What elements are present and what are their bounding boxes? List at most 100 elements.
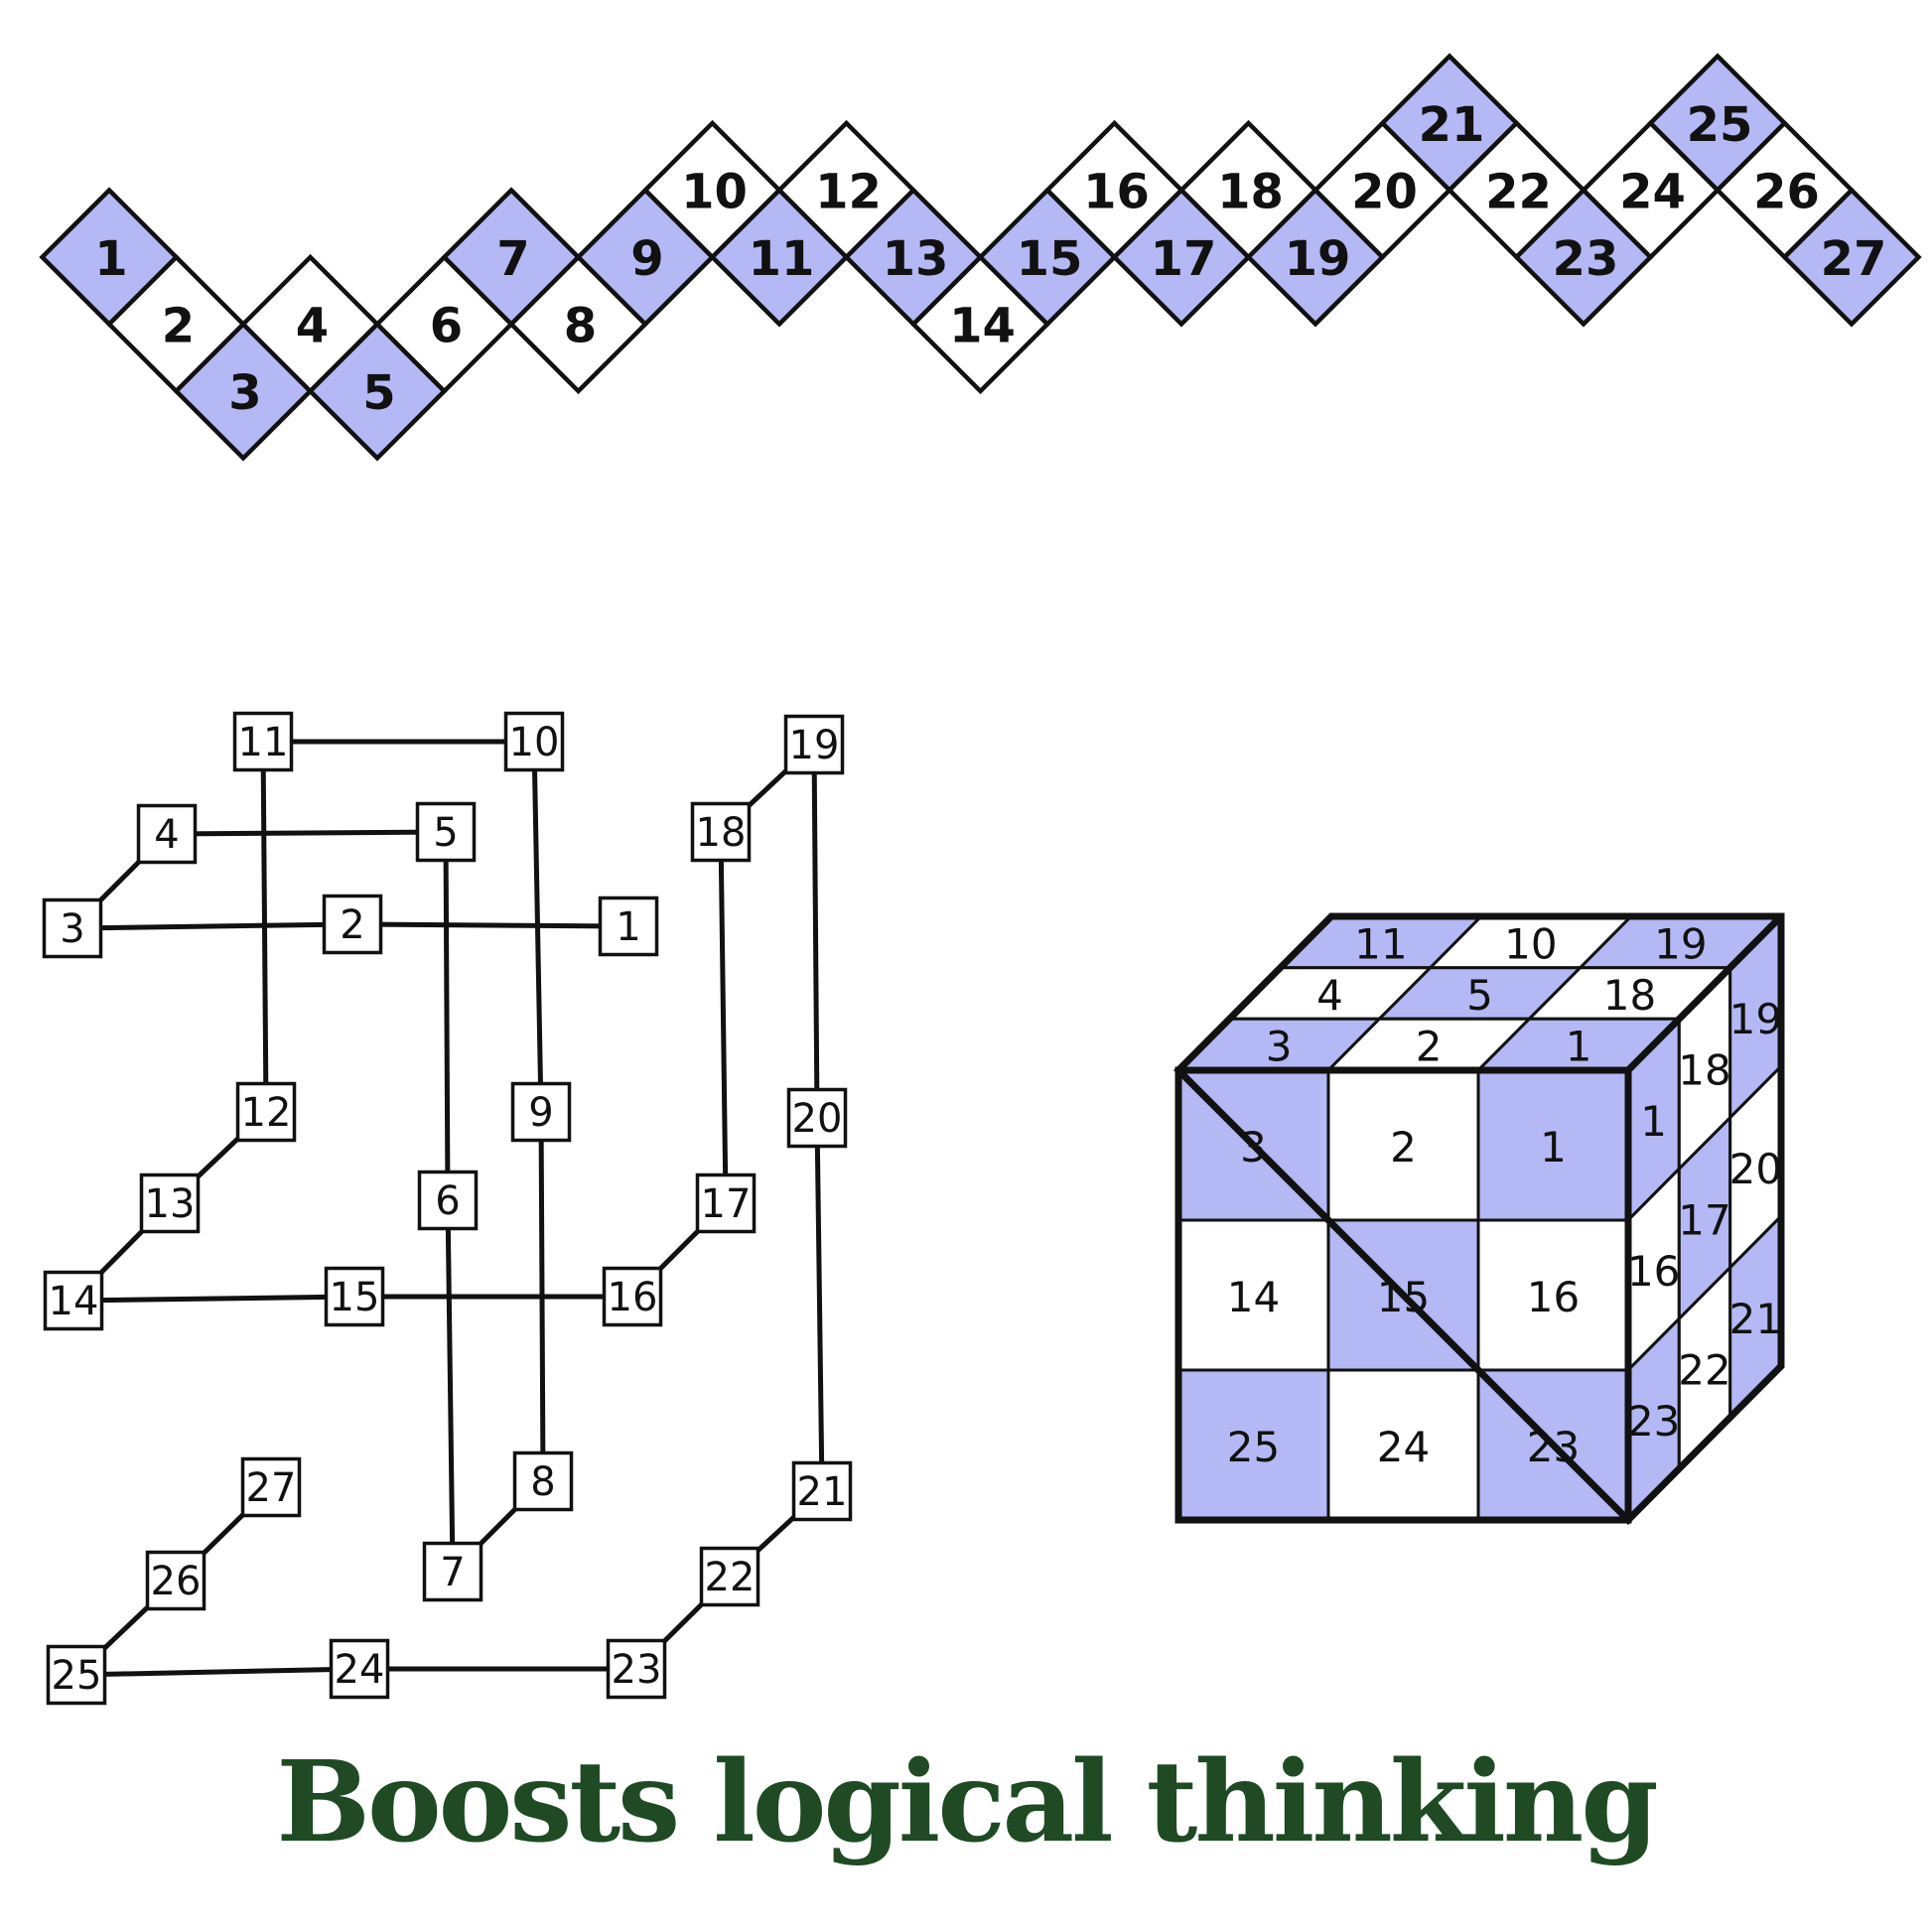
graph-node: 22: [699, 1546, 760, 1607]
graph-node-box: [606, 1638, 667, 1700]
graph-node-label: 1: [616, 904, 640, 950]
cube-front-cell-label: 14: [1227, 1273, 1280, 1321]
cube-front-cell: 24: [1326, 1368, 1480, 1522]
cube-front-cell: 1: [1476, 1068, 1630, 1222]
chain-cell-label: 18: [1217, 165, 1284, 220]
graph-node: 19: [783, 714, 845, 775]
graph-node-box: [415, 801, 477, 863]
chain-cell-label: 3: [228, 365, 261, 421]
cube-side-cell-label: 23: [1627, 1397, 1680, 1446]
graph-node: 14: [43, 1270, 104, 1331]
chain-cell-label: 2: [162, 299, 195, 354]
graph-node-box: [503, 711, 565, 772]
graph-edge: [260, 741, 269, 1113]
graph-node-label: 16: [608, 1275, 658, 1320]
graph-node: 21: [791, 1460, 853, 1522]
graph-node: 26: [145, 1550, 207, 1611]
graph-node: 16: [602, 1266, 663, 1327]
graph-node-box: [42, 897, 103, 959]
graph-node: 20: [786, 1087, 848, 1149]
chain-cell-label: 27: [1821, 231, 1887, 287]
graph-node-label: 13: [145, 1181, 196, 1227]
graph-node: 3: [42, 897, 103, 959]
cube-front-cell-label: 2: [1390, 1123, 1417, 1172]
cube-top-cell-label: 1: [1566, 1023, 1592, 1071]
cube-top-cell: 10: [1427, 914, 1635, 970]
graph-node: 1: [598, 896, 659, 957]
chain-cell-label: 14: [949, 299, 1016, 354]
graph-node-label: 11: [238, 720, 289, 765]
graph-edge: [718, 831, 729, 1204]
graph-node: 25: [46, 1644, 107, 1706]
graph-node-box: [322, 894, 383, 955]
cube-top-cell-label: 18: [1603, 971, 1656, 1020]
caption-title: Boosts logical thinking: [276, 1737, 1658, 1867]
cube-side-cell-label: 16: [1627, 1247, 1680, 1296]
graph-edge: [538, 1111, 546, 1482]
graph-node: 24: [329, 1638, 390, 1700]
graph-node-label: 14: [49, 1279, 99, 1324]
graph-node-label: 5: [433, 810, 458, 856]
cube-top-cell: 5: [1375, 966, 1585, 1021]
chain-cell-label: 13: [883, 231, 949, 287]
cube-top-cell: 2: [1324, 1017, 1533, 1072]
graph-node: 6: [417, 1170, 479, 1231]
graph-node-label: 12: [241, 1090, 292, 1136]
cube-side-cell-label: 18: [1678, 1046, 1730, 1095]
graph-node: 15: [324, 1266, 385, 1327]
chain-cell-label: 10: [681, 165, 748, 220]
chain-diamond: [1781, 187, 1922, 328]
chain-cell-label: 25: [1687, 97, 1753, 153]
graph-node-label: 19: [789, 723, 840, 768]
cube-top-cell-label: 3: [1266, 1023, 1293, 1071]
cube-front-cell-label: 24: [1377, 1423, 1430, 1471]
chain-cell-label: 16: [1083, 165, 1150, 220]
graph-node-box: [699, 1546, 760, 1607]
graph-node-label: 26: [151, 1559, 202, 1604]
cube-front-cell-label: 1: [1540, 1123, 1567, 1172]
graph-node-label: 24: [335, 1647, 385, 1693]
chain-cell-label: 24: [1619, 165, 1686, 220]
chain-cell-label: 6: [430, 299, 463, 354]
cube-top-cell-label: 19: [1654, 919, 1707, 968]
graph-node-box: [690, 801, 752, 863]
chain-cell-label: 5: [362, 365, 395, 421]
cube-front-cell: 14: [1176, 1218, 1330, 1372]
graph-node-box: [695, 1173, 757, 1234]
graph-node: 10: [503, 711, 565, 772]
graph-edge: [814, 1117, 825, 1492]
graph-node: 27: [240, 1456, 302, 1518]
chain-cell-label: 1: [94, 231, 127, 287]
graph-node: 13: [139, 1173, 201, 1234]
cube-front-cell: 2: [1326, 1068, 1480, 1222]
graph-node-label: 4: [154, 812, 179, 858]
graph-node-box: [598, 896, 659, 957]
graph-node-label: 27: [246, 1465, 297, 1511]
graph-node-box: [240, 1456, 302, 1518]
graph-node-box: [783, 714, 845, 775]
chain-cell-label: 21: [1419, 97, 1485, 153]
graph-node-box: [232, 711, 294, 772]
cube-front-cell: 16: [1476, 1218, 1630, 1372]
cube-top-cell-label: 11: [1354, 919, 1407, 968]
cube-side-cell: 20: [1728, 1062, 1783, 1272]
graph-node-box: [510, 1081, 572, 1143]
cube-side-cell: 22: [1677, 1264, 1732, 1472]
graph-node: 5: [415, 801, 477, 863]
chain-cell-label: 23: [1553, 231, 1619, 287]
graph-node: 17: [695, 1173, 757, 1234]
graph-node-box: [786, 1087, 848, 1149]
graph-node: 11: [232, 711, 294, 772]
chain-cell-label: 8: [564, 299, 597, 354]
graph-edge: [811, 744, 820, 1119]
graph-node-box: [512, 1450, 574, 1512]
graph-node-label: 25: [52, 1653, 102, 1699]
cube-side-cell-label: 21: [1729, 1295, 1782, 1343]
cube-front-cell: 25: [1176, 1368, 1330, 1522]
graph-edge: [75, 1666, 360, 1678]
graph-node-label: 20: [792, 1096, 843, 1142]
cube-top-cell-label: 10: [1504, 919, 1557, 968]
